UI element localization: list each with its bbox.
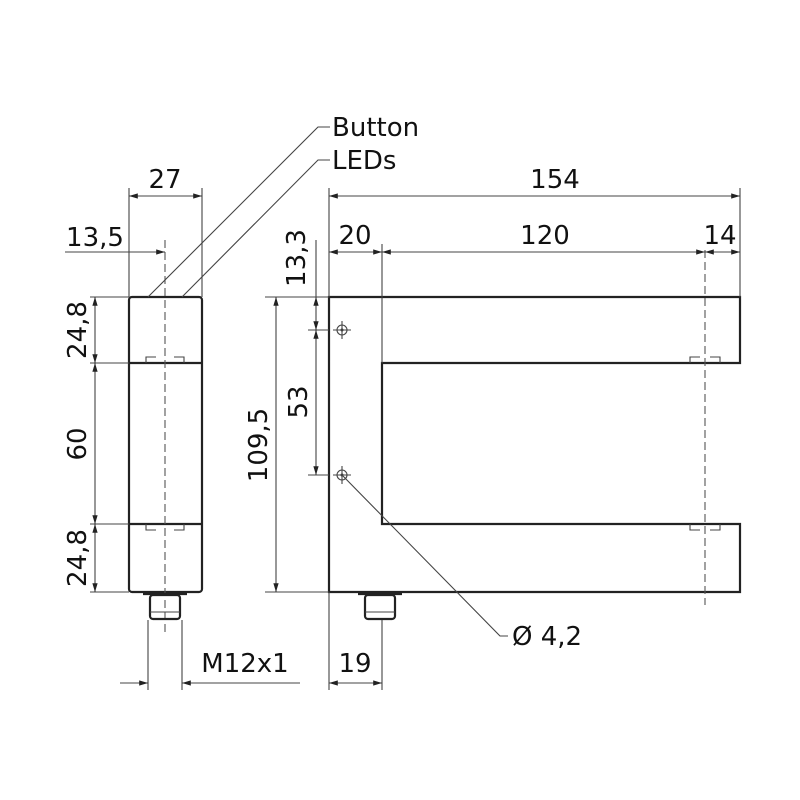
dim-right: 14 [703,221,736,251]
thread-label: M12x1 [201,649,288,679]
dim-total-width: 154 [530,165,580,195]
side-view: 27 13,5 24,8 60 24,8 M12x1 Button LEDs [63,113,419,690]
dim-bottom: 24,8 [63,529,93,587]
dim-gap: 120 [520,221,570,251]
dim-left: 20 [338,221,371,251]
mounting-hole-icon [333,321,351,339]
dim-height: 109,5 [244,408,274,482]
connector-icon [143,592,187,621]
front-view: 154 20 120 14 109,5 13,3 53 19 Ø 4,2 [244,165,742,690]
button-label: Button [332,113,419,143]
dim-hole-spacing: 53 [284,385,314,418]
hole-label: Ø 4,2 [512,622,582,652]
dim-hole-offset: 13,3 [282,229,312,287]
dim-width: 27 [148,165,181,195]
leds-label: LEDs [332,146,396,176]
dim-top: 24,8 [63,301,93,359]
connector-icon [358,592,402,621]
dim-middle: 60 [63,427,93,460]
dim-half-width: 13,5 [66,223,124,253]
dim-connector-offset: 19 [338,649,371,679]
